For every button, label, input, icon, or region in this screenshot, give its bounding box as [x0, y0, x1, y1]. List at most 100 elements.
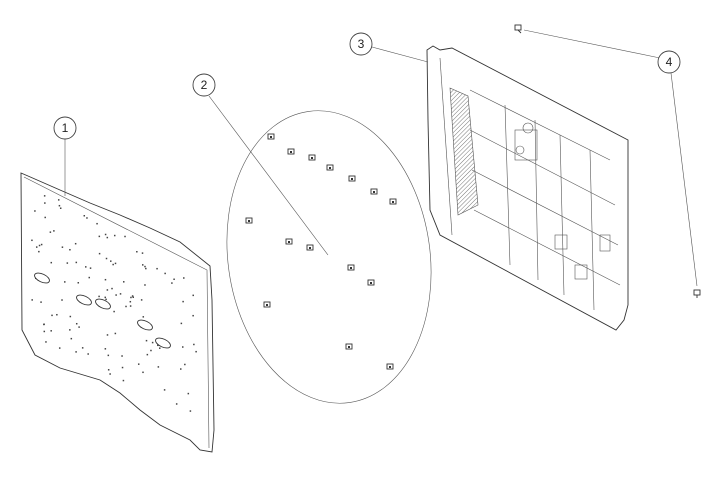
housing-ribs	[469, 89, 621, 311]
component-dot	[34, 210, 36, 212]
screw	[347, 264, 355, 271]
component-dot	[70, 337, 73, 340]
component-dot	[40, 243, 43, 246]
screw-part-4	[514, 24, 701, 298]
component-dot	[195, 350, 197, 353]
component-dot	[105, 298, 107, 301]
component-dot	[69, 329, 71, 331]
component-dot	[64, 281, 66, 283]
component-dot	[50, 261, 53, 264]
callout-2-label: 2	[201, 78, 208, 92]
component-dot	[136, 250, 138, 253]
component-dot	[151, 341, 154, 344]
screws	[245, 133, 397, 370]
component-dot	[57, 199, 60, 201]
component-dot	[150, 349, 152, 352]
connector	[76, 294, 92, 306]
component-dot	[192, 314, 194, 317]
component-dot	[131, 295, 134, 297]
callout-4-label: 4	[666, 55, 673, 69]
component-dot	[113, 310, 115, 313]
screw	[267, 133, 275, 140]
component-dot	[145, 339, 148, 342]
component-dot	[183, 277, 185, 279]
component-dot	[43, 195, 46, 197]
component-dot	[104, 348, 107, 350]
component-dot	[109, 373, 111, 375]
callout-1-label: 1	[62, 121, 69, 135]
screw	[370, 188, 378, 195]
connector	[155, 337, 171, 349]
component-dot	[182, 300, 184, 303]
component-dot	[61, 299, 63, 301]
component-dot	[38, 250, 40, 253]
component-dot	[187, 392, 190, 395]
component-dot	[86, 217, 88, 219]
component-dot	[50, 330, 52, 332]
component-dot	[110, 260, 112, 262]
screw-set-part-2	[226, 110, 432, 404]
component-dot	[104, 296, 107, 299]
component-dot	[141, 252, 144, 254]
component-dot	[69, 315, 72, 318]
component-dot	[156, 267, 158, 270]
connector	[137, 319, 153, 331]
component-dot	[35, 246, 38, 248]
component-dot	[51, 314, 53, 317]
component-dot	[74, 242, 77, 245]
component-dot	[121, 355, 123, 357]
component-dot	[61, 246, 64, 248]
screw	[367, 279, 375, 286]
component-dot	[43, 323, 45, 326]
callout-3: 3	[349, 32, 373, 56]
component-dot	[83, 215, 86, 217]
component-dot	[129, 305, 132, 307]
component-dot	[115, 294, 117, 296]
component-dot	[114, 332, 117, 335]
component-dot	[122, 281, 125, 283]
component-dot	[75, 351, 77, 353]
screw	[389, 198, 397, 205]
leader-lines	[64, 29, 698, 287]
screw	[386, 363, 394, 370]
screw	[285, 238, 293, 245]
callout-1: 1	[53, 116, 77, 140]
screw	[245, 217, 253, 224]
component-dot	[175, 403, 178, 405]
component-dot	[98, 252, 101, 255]
component-dot	[121, 366, 124, 369]
component-dot	[38, 244, 41, 247]
component-dot	[49, 231, 52, 233]
component-dot	[104, 278, 107, 281]
component-dot	[59, 207, 62, 209]
component-dot	[44, 202, 46, 204]
component-dot	[180, 368, 182, 370]
component-dot	[40, 301, 42, 303]
component-dot	[106, 236, 109, 239]
component-dot	[45, 341, 47, 343]
component-dot	[107, 354, 110, 357]
component-dot	[112, 263, 114, 266]
screw-bottom	[693, 289, 701, 298]
component-dot	[145, 267, 147, 270]
component-dot	[106, 334, 109, 336]
component-dot	[125, 305, 127, 308]
component-dot	[31, 239, 33, 242]
component-dot	[98, 235, 101, 238]
hatched-panel	[449, 87, 479, 216]
callout-2: 2	[192, 73, 216, 97]
screw-top	[514, 24, 522, 34]
component-dot	[180, 322, 183, 325]
component-dot	[182, 346, 184, 348]
component-dot	[66, 262, 69, 264]
component-dot	[163, 389, 166, 391]
component-dot	[75, 322, 78, 325]
component-dot	[159, 347, 161, 349]
callout-4: 4	[657, 50, 681, 74]
screw-group-ellipse	[226, 110, 432, 404]
component-dot	[58, 347, 61, 349]
component-dot	[144, 284, 146, 286]
component-dot	[77, 282, 80, 284]
